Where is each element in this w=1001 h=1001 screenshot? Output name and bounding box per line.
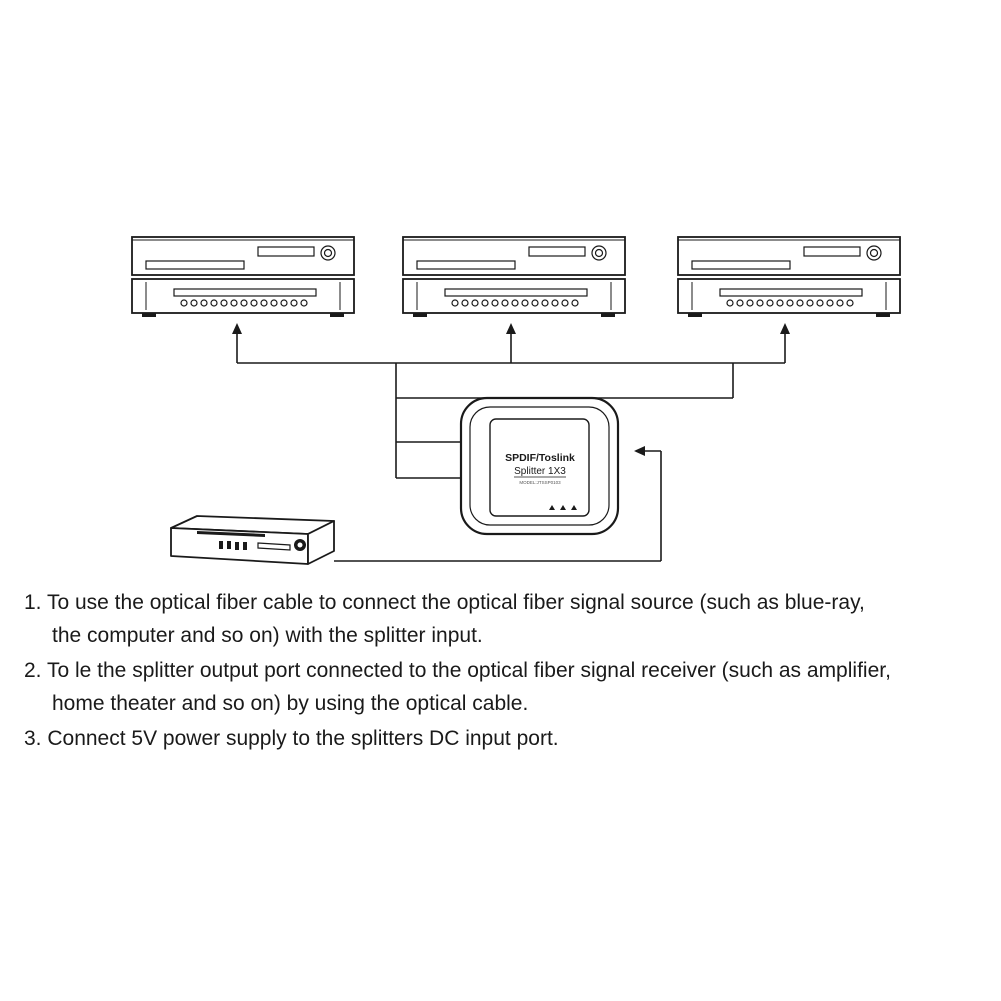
- input-cable: [334, 446, 662, 562]
- signal-source-player-icon: [170, 515, 335, 565]
- instructions-list: 1. To use the optical fiber cable to con…: [24, 586, 984, 757]
- output-port-arrows: [549, 505, 577, 510]
- instruction-text: 2. To le the splitter output port connec…: [24, 659, 891, 682]
- instruction-text: home theater and so on) by using the opt…: [52, 692, 529, 715]
- instruction-text: the computer and so on) with the splitte…: [52, 624, 483, 647]
- dvd-receiver-icon: [677, 236, 901, 318]
- dvd-receiver-icon: [402, 236, 626, 318]
- instruction-step-3: 3. Connect 5V power supply to the splitt…: [24, 722, 984, 755]
- splitter-title: SPDIF/Toslink: [505, 452, 575, 464]
- instruction-step-1: 1. To use the optical fiber cable to con…: [24, 586, 984, 652]
- optical-splitter-box-icon: SPDIF/Toslink Splitter 1X3 MODEL:JTSSP01…: [459, 396, 620, 536]
- dvd-receiver-icon: [131, 236, 355, 318]
- arrow-up-icon: [232, 323, 790, 334]
- instruction-text: 1. To use the optical fiber cable to con…: [24, 591, 865, 614]
- splitter-model: MODEL:JTSSP0103: [519, 480, 561, 485]
- instruction-step-2: 2. To le the splitter output port connec…: [24, 654, 984, 720]
- splitter-subtitle: Splitter 1X3: [514, 466, 566, 477]
- instruction-text: 3. Connect 5V power supply to the splitt…: [24, 727, 559, 750]
